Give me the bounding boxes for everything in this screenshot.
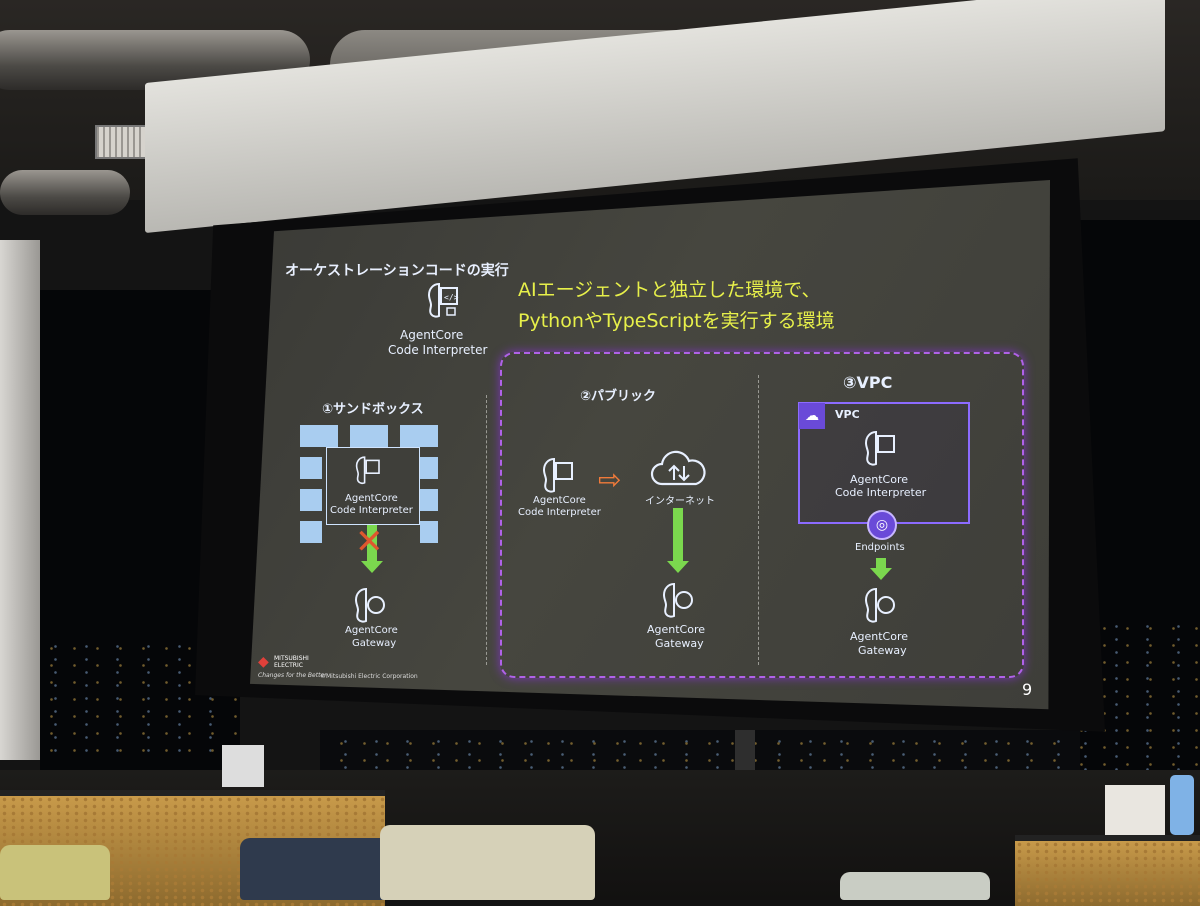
main-icon-label-2: Code Interpreter [388, 343, 488, 357]
svg-text:</>: </> [444, 293, 459, 302]
gateway-icon [354, 587, 385, 623]
vpc-label: VPC [835, 408, 860, 421]
code-interpreter-icon [542, 457, 573, 493]
copyright: ©Mitsubishi Electric Corporation [320, 673, 418, 680]
section-divider [486, 395, 487, 665]
ceiling-duct [0, 170, 130, 215]
public-gateway-label-1: AgentCore [647, 623, 706, 636]
gateway-icon [662, 582, 693, 618]
orange-right-arrow: ⇨ [598, 463, 622, 496]
tagline-line-2: PythonやTypeScriptを実行する環境 [518, 310, 835, 332]
sandbox-interp-label-2: Code Interpreter [330, 505, 413, 516]
blocked-cross-icon: ✕ [355, 522, 384, 562]
vpc-gateway-label-2: Gateway [858, 644, 907, 657]
vpc-interp-label-1: AgentCore [850, 473, 909, 486]
public-interp-label-1: AgentCore [533, 495, 586, 506]
internet-label: インターネット [645, 496, 715, 507]
public-interp-label-2: Code Interpreter [518, 507, 601, 518]
slide-heading: オーケストレーションコードの実行 [285, 263, 509, 279]
tagline-line-1: AIエージェントと独立した環境で、 [518, 279, 821, 301]
code-interpreter-icon [864, 430, 895, 466]
wooden-table [1015, 835, 1200, 906]
wall-panel [0, 240, 40, 760]
vpc-green-arrow [870, 558, 892, 580]
main-icon-label-1: AgentCore [400, 328, 464, 342]
public-gateway-label-2: Gateway [655, 637, 704, 650]
presentation-slide: オーケストレーションコードの実行 </> AgentCore Code Inte… [250, 180, 1050, 710]
sandbox-interp-label-1: AgentCore [345, 493, 398, 504]
public-green-arrow [667, 508, 689, 573]
cloud-icon [650, 450, 706, 486]
endpoints-label: Endpoints [855, 542, 905, 553]
public-title: ②パブリック [580, 389, 657, 404]
sandbox-gateway-label-2: Gateway [352, 638, 397, 649]
table-sign [1105, 785, 1165, 835]
stool [380, 825, 595, 900]
stool [840, 872, 990, 900]
vpc-interp-label-2: Code Interpreter [835, 486, 927, 499]
table-sign [222, 745, 264, 787]
hand-sanitizer [1170, 775, 1194, 835]
sandbox-blocked-arrow [361, 525, 383, 573]
sandbox-gateway-label-1: AgentCore [345, 625, 398, 636]
mitsubishi-logo: ◆ MITSUBISHI ELECTRIC Changes for the Be… [258, 654, 327, 679]
vpc-cloud-icon: ☁ [799, 403, 825, 429]
page-number: 9 [1022, 680, 1033, 699]
endpoints-icon: ◎ [867, 510, 897, 540]
code-interpreter-icon: </> [427, 282, 459, 318]
code-interpreter-icon [355, 456, 380, 485]
public-vpc-container [500, 352, 1024, 678]
vpc-title: ③VPC [843, 373, 893, 392]
section-divider [758, 375, 759, 665]
vpc-gateway-label-1: AgentCore [850, 630, 909, 643]
gateway-icon [864, 587, 895, 623]
sandbox-title: ①サンドボックス [322, 402, 424, 417]
stool [0, 845, 110, 900]
